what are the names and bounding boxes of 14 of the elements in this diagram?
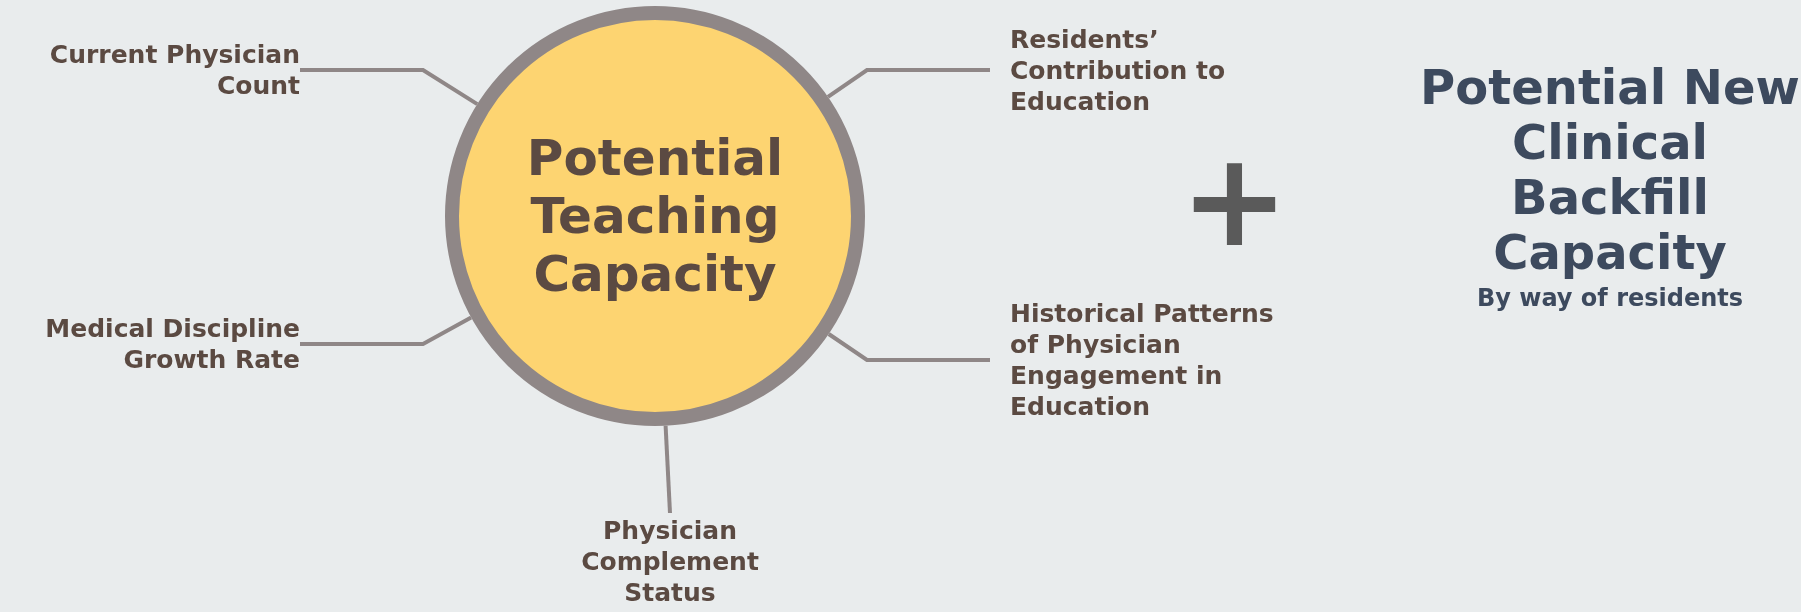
connector-line <box>827 332 990 362</box>
result-heading: Potential New Clinical Backfill Capacity <box>1420 60 1800 280</box>
plus-sign: + <box>1180 135 1289 265</box>
result-subtitle: By way of residents <box>1475 283 1745 314</box>
factor-label: Historical Patterns of Physician Engagement in Education <box>1010 298 1275 422</box>
connector-line <box>300 68 479 106</box>
factor-label: Residents’ Contribution to Education <box>1010 23 1227 117</box>
hub-title: Potential Teaching Capacity <box>525 129 785 303</box>
connector-line <box>826 68 990 99</box>
factor-label: Current Physician Count <box>48 39 300 101</box>
factor-label: Physician Complement Status <box>580 515 760 608</box>
connector-line <box>663 425 672 514</box>
factor-label: Medical Discipline Growth Rate <box>44 313 300 375</box>
connector-line <box>300 315 473 346</box>
